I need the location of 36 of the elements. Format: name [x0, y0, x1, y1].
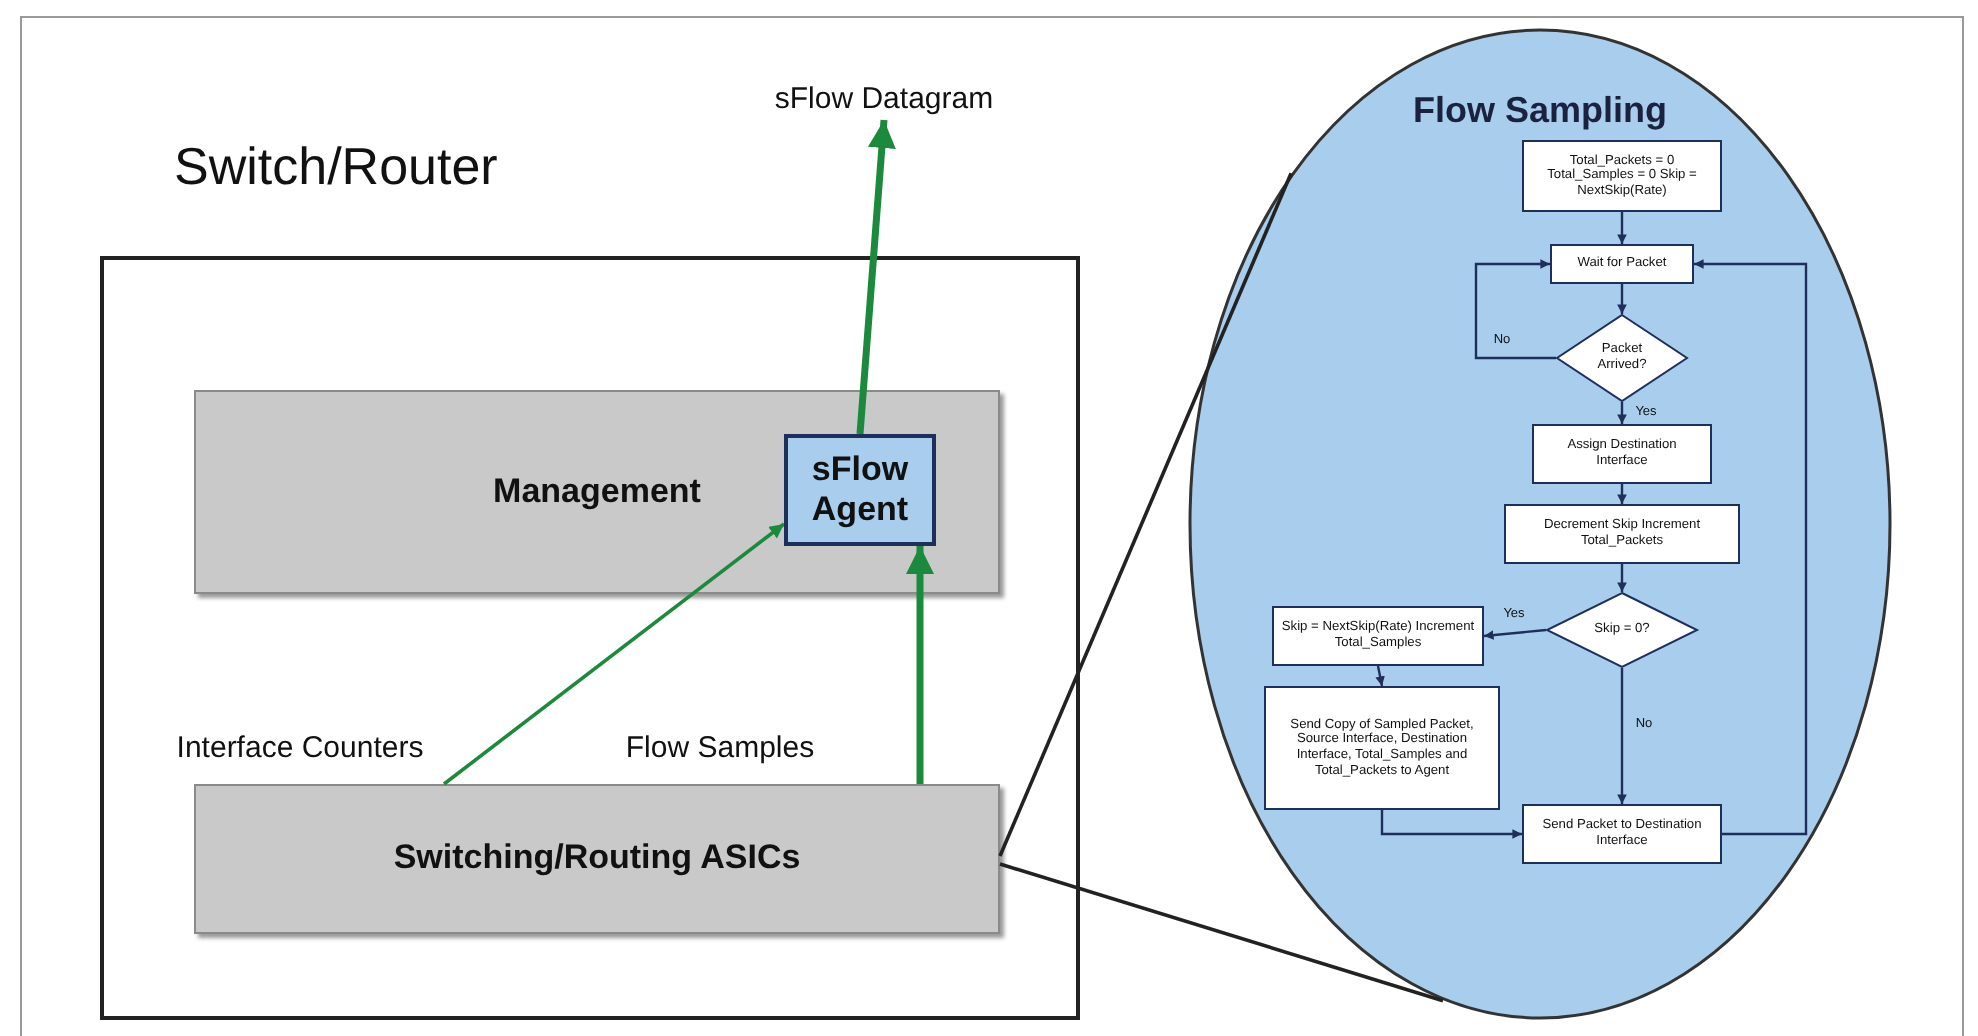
process-box	[1264, 686, 1500, 810]
process-box	[1550, 244, 1694, 284]
arrow	[906, 546, 934, 784]
edge-label: Flow Samples	[623, 731, 817, 765]
arrow	[1375, 665, 1385, 687]
component-box	[194, 784, 1000, 934]
connector-line	[998, 172, 1293, 857]
arrow	[1617, 484, 1627, 504]
arrow	[1617, 564, 1627, 592]
arrow	[1617, 212, 1627, 244]
device-heading: Switch/Router	[174, 136, 498, 198]
arrow	[1617, 668, 1627, 804]
arrow	[1474, 259, 1556, 360]
arrow	[1380, 810, 1522, 839]
agent-box	[784, 434, 936, 546]
arrow	[1617, 402, 1627, 424]
arrow	[1483, 628, 1547, 640]
process-box	[1504, 504, 1740, 564]
connector-line	[999, 862, 1444, 1003]
arrow	[442, 522, 786, 786]
process-box	[1532, 424, 1712, 484]
ellipse-title: Flow Sampling	[1412, 90, 1667, 132]
process-box	[1522, 140, 1722, 212]
output-label: sFlow Datagram	[774, 81, 994, 115]
process-box	[1272, 606, 1484, 666]
decision-diamond	[1546, 592, 1698, 668]
component-box	[194, 390, 1000, 594]
arrow	[1617, 284, 1627, 314]
component-label: Switching/Routing ASICs	[393, 838, 801, 880]
decision-diamond	[1556, 314, 1688, 402]
zoom-ellipse	[1188, 28, 1892, 1020]
process-box	[1522, 804, 1722, 864]
arrow	[1694, 259, 1808, 836]
component-label: Management	[493, 471, 701, 513]
agent-label: sFlow Agent	[809, 449, 911, 531]
arrow	[856, 119, 896, 435]
